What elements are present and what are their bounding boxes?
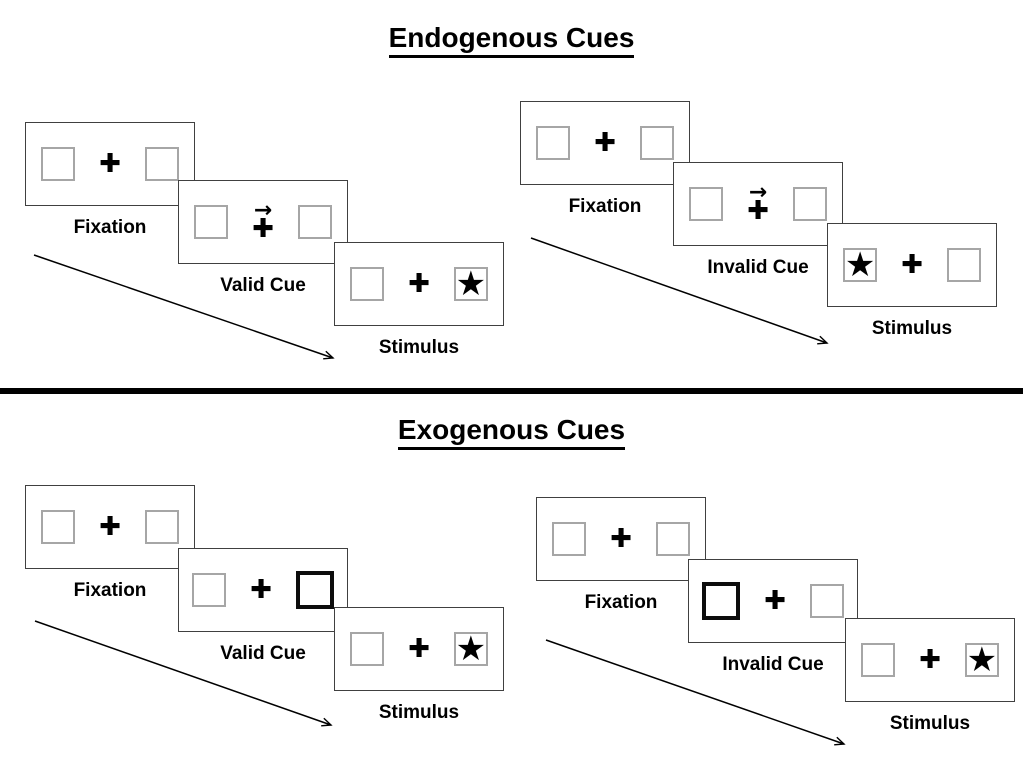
- exo-invalid-fixation-group: ✚ Fixation: [536, 497, 706, 614]
- fixation-cross-icon: ✚: [747, 195, 769, 226]
- exo-valid-fixation-group: ✚ Fixation: [25, 485, 195, 602]
- left-box: [192, 573, 227, 607]
- right-box: [655, 522, 690, 556]
- left-box: [350, 267, 385, 301]
- endo-invalid-cue-group: → ✚ Invalid Cue: [673, 162, 843, 279]
- left-box: [536, 126, 571, 160]
- panel-label: Fixation: [73, 217, 147, 238]
- left-box: [689, 187, 724, 221]
- left-box: [194, 205, 229, 239]
- fixation-panel: ✚: [25, 122, 195, 206]
- fixation-cross-icon: ✚: [594, 128, 616, 158]
- exo-valid-cue-group: ✚ Valid Cue: [178, 548, 348, 665]
- stimulus-panel: ✚ ★: [334, 607, 504, 691]
- fixation-cross-icon: ✚: [99, 149, 121, 179]
- valid-cue-panel: → ✚: [178, 180, 348, 264]
- star-icon: ★: [966, 640, 998, 680]
- fixation-panel: ✚: [520, 101, 690, 185]
- valid-cue-panel: ✚: [178, 548, 348, 632]
- star-icon: ★: [455, 264, 487, 304]
- left-box: [552, 522, 587, 556]
- left-box: [861, 643, 896, 677]
- endo-valid-fixation-group: ✚ Fixation: [25, 122, 195, 239]
- fixation-cross-icon: ✚: [610, 524, 632, 554]
- exo-invalid-cue-group: ✚ Invalid Cue: [688, 559, 858, 676]
- fixation-cross-icon: ✚: [250, 575, 272, 605]
- star-box: ★: [453, 264, 488, 304]
- panel-label: Fixation: [568, 196, 642, 217]
- fixation-cross-icon: ✚: [919, 645, 941, 675]
- panel-label: Valid Cue: [220, 643, 306, 664]
- star-icon: ★: [455, 629, 487, 669]
- exo-invalid-stimulus-group: ✚ ★ Stimulus: [845, 618, 1015, 735]
- highlighted-box: [702, 582, 741, 620]
- left-box: [41, 147, 76, 181]
- panel-label: Invalid Cue: [722, 654, 824, 675]
- fixation-cross-icon: ✚: [408, 269, 430, 299]
- panel-label: Stimulus: [378, 337, 460, 358]
- fixation-cross-icon: ✚: [252, 213, 274, 244]
- left-box: [350, 632, 385, 666]
- right-box: [792, 187, 827, 221]
- section-divider: [0, 388, 1023, 394]
- panel-label: Valid Cue: [220, 275, 306, 296]
- star-icon: ★: [844, 245, 876, 285]
- panel-label: Stimulus: [871, 318, 953, 339]
- right-box: [297, 205, 332, 239]
- right-box: [639, 126, 674, 160]
- left-box: [41, 510, 76, 544]
- section-title-exogenous: Exogenous Cues: [0, 414, 1023, 450]
- panel-label: Stimulus: [889, 713, 971, 734]
- highlighted-box: [295, 571, 334, 609]
- cue-cross-stack: → ✚: [252, 197, 274, 244]
- star-box: ★: [843, 245, 878, 285]
- panel-label: Fixation: [73, 580, 147, 601]
- fixation-panel: ✚: [25, 485, 195, 569]
- stimulus-panel: ★ ✚: [827, 223, 997, 307]
- endo-invalid-fixation-group: ✚ Fixation: [520, 101, 690, 218]
- fixation-panel: ✚: [536, 497, 706, 581]
- fixation-cross-icon: ✚: [99, 512, 121, 542]
- endo-valid-cue-group: → ✚ Valid Cue: [178, 180, 348, 297]
- fixation-cross-icon: ✚: [764, 586, 786, 616]
- star-box: ★: [964, 640, 999, 680]
- section-title-endogenous: Endogenous Cues: [0, 22, 1023, 58]
- fixation-cross-icon: ✚: [408, 634, 430, 664]
- endo-invalid-stimulus-group: ★ ✚ Stimulus: [827, 223, 997, 340]
- cue-arrow-icon: →: [253, 197, 273, 223]
- right-box: [946, 248, 981, 282]
- exo-valid-stimulus-group: ✚ ★ Stimulus: [334, 607, 504, 724]
- star-box: ★: [453, 629, 488, 669]
- fixation-cross-icon: ✚: [901, 250, 923, 280]
- stimulus-panel: ✚ ★: [334, 242, 504, 326]
- right-box: [809, 584, 844, 618]
- section-title-exogenous-text: Exogenous Cues: [397, 414, 626, 450]
- invalid-cue-panel: → ✚: [673, 162, 843, 246]
- right-box: [144, 147, 179, 181]
- section-title-endogenous-text: Endogenous Cues: [388, 22, 635, 58]
- endo-valid-stimulus-group: ✚ ★ Stimulus: [334, 242, 504, 359]
- panel-label: Stimulus: [378, 702, 460, 723]
- stimulus-panel: ✚ ★: [845, 618, 1015, 702]
- panel-label: Fixation: [584, 592, 658, 613]
- invalid-cue-panel: ✚: [688, 559, 858, 643]
- cue-arrow-icon: →: [748, 179, 768, 205]
- panel-label: Invalid Cue: [707, 257, 809, 278]
- right-box: [144, 510, 179, 544]
- cue-cross-stack: → ✚: [747, 179, 769, 226]
